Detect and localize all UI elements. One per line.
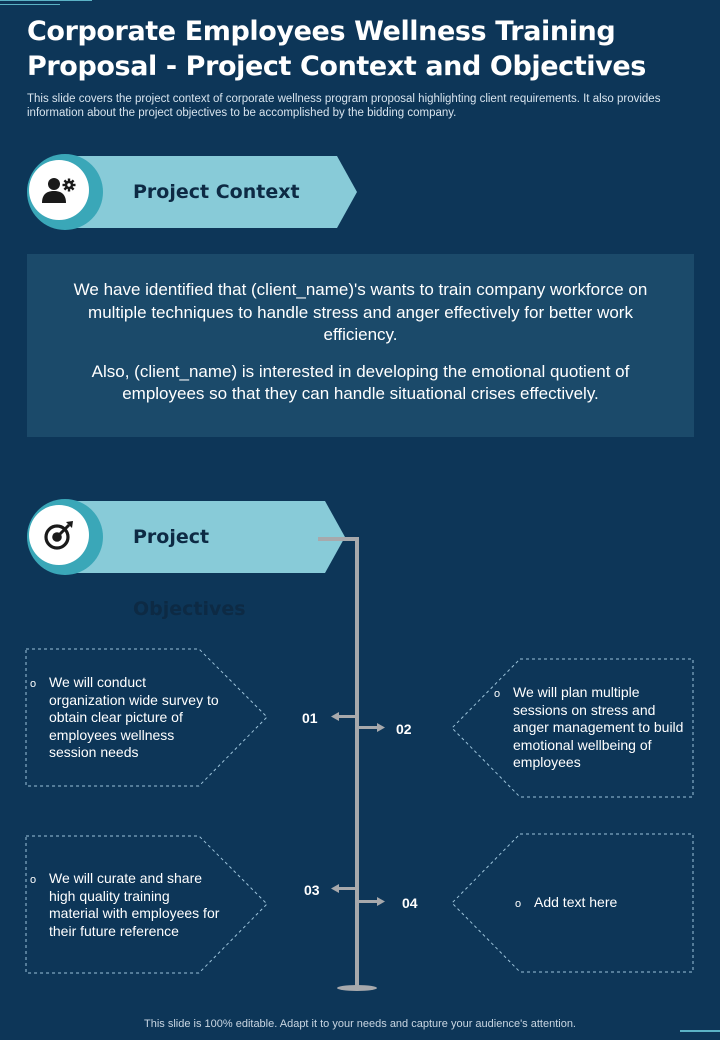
footer-note: This slide is 100% editable. Adapt it to… [144,1018,576,1030]
project-context-heading: Project Context [133,181,300,203]
arrow-right-04 [359,897,385,906]
connector-base [337,985,377,991]
objective-text-03: We will curate and share high quality tr… [49,870,220,939]
context-paragraph-2: Also, (client_name) is interested in dev… [91,361,630,404]
top-accent-lines [0,0,92,5]
project-objectives-heading: Project Objectives [133,526,246,620]
target-icon [29,505,89,565]
objective-number-03: 03 [304,882,320,898]
objective-box-01: o We will conduct organization wide surv… [25,648,269,788]
arrow-left-03 [331,884,357,893]
project-context-header: Project Context [27,154,337,230]
objective-box-02: o We will plan multiple sessions on stre… [451,658,695,798]
arrow-left-01 [331,712,357,721]
objective-number-01: 01 [302,710,318,726]
slide-subtitle: This slide covers the project context of… [27,93,661,119]
slide-title: Corporate Employees Wellness Training Pr… [27,16,646,82]
objective-number-04: 04 [402,895,418,911]
objective-text-01: We will conduct organization wide survey… [49,674,219,760]
objective-text-02: We will plan multiple sessions on stress… [513,684,684,770]
bullet-marker: o [30,874,37,886]
context-paragraph-1: We have identified that (client_name)'s … [73,280,648,344]
objective-text-04: Add text here [534,894,618,910]
bullet-marker: o [515,898,522,910]
project-objectives-header: Project Objectives [27,499,327,620]
connector-stem [355,537,359,987]
project-context-box: We have identified that (client_name)'s … [27,254,694,437]
bottom-accent-line [680,1030,720,1032]
objective-box-03: o We will curate and share high quality … [25,835,269,975]
arrow-right-02 [359,723,385,732]
people-gear-icon [29,160,89,220]
bullet-marker: o [494,688,501,700]
connector-top [318,537,359,541]
objective-box-04: o Add text here [451,833,695,973]
bullet-marker: o [30,678,37,690]
objective-number-02: 02 [396,721,412,737]
